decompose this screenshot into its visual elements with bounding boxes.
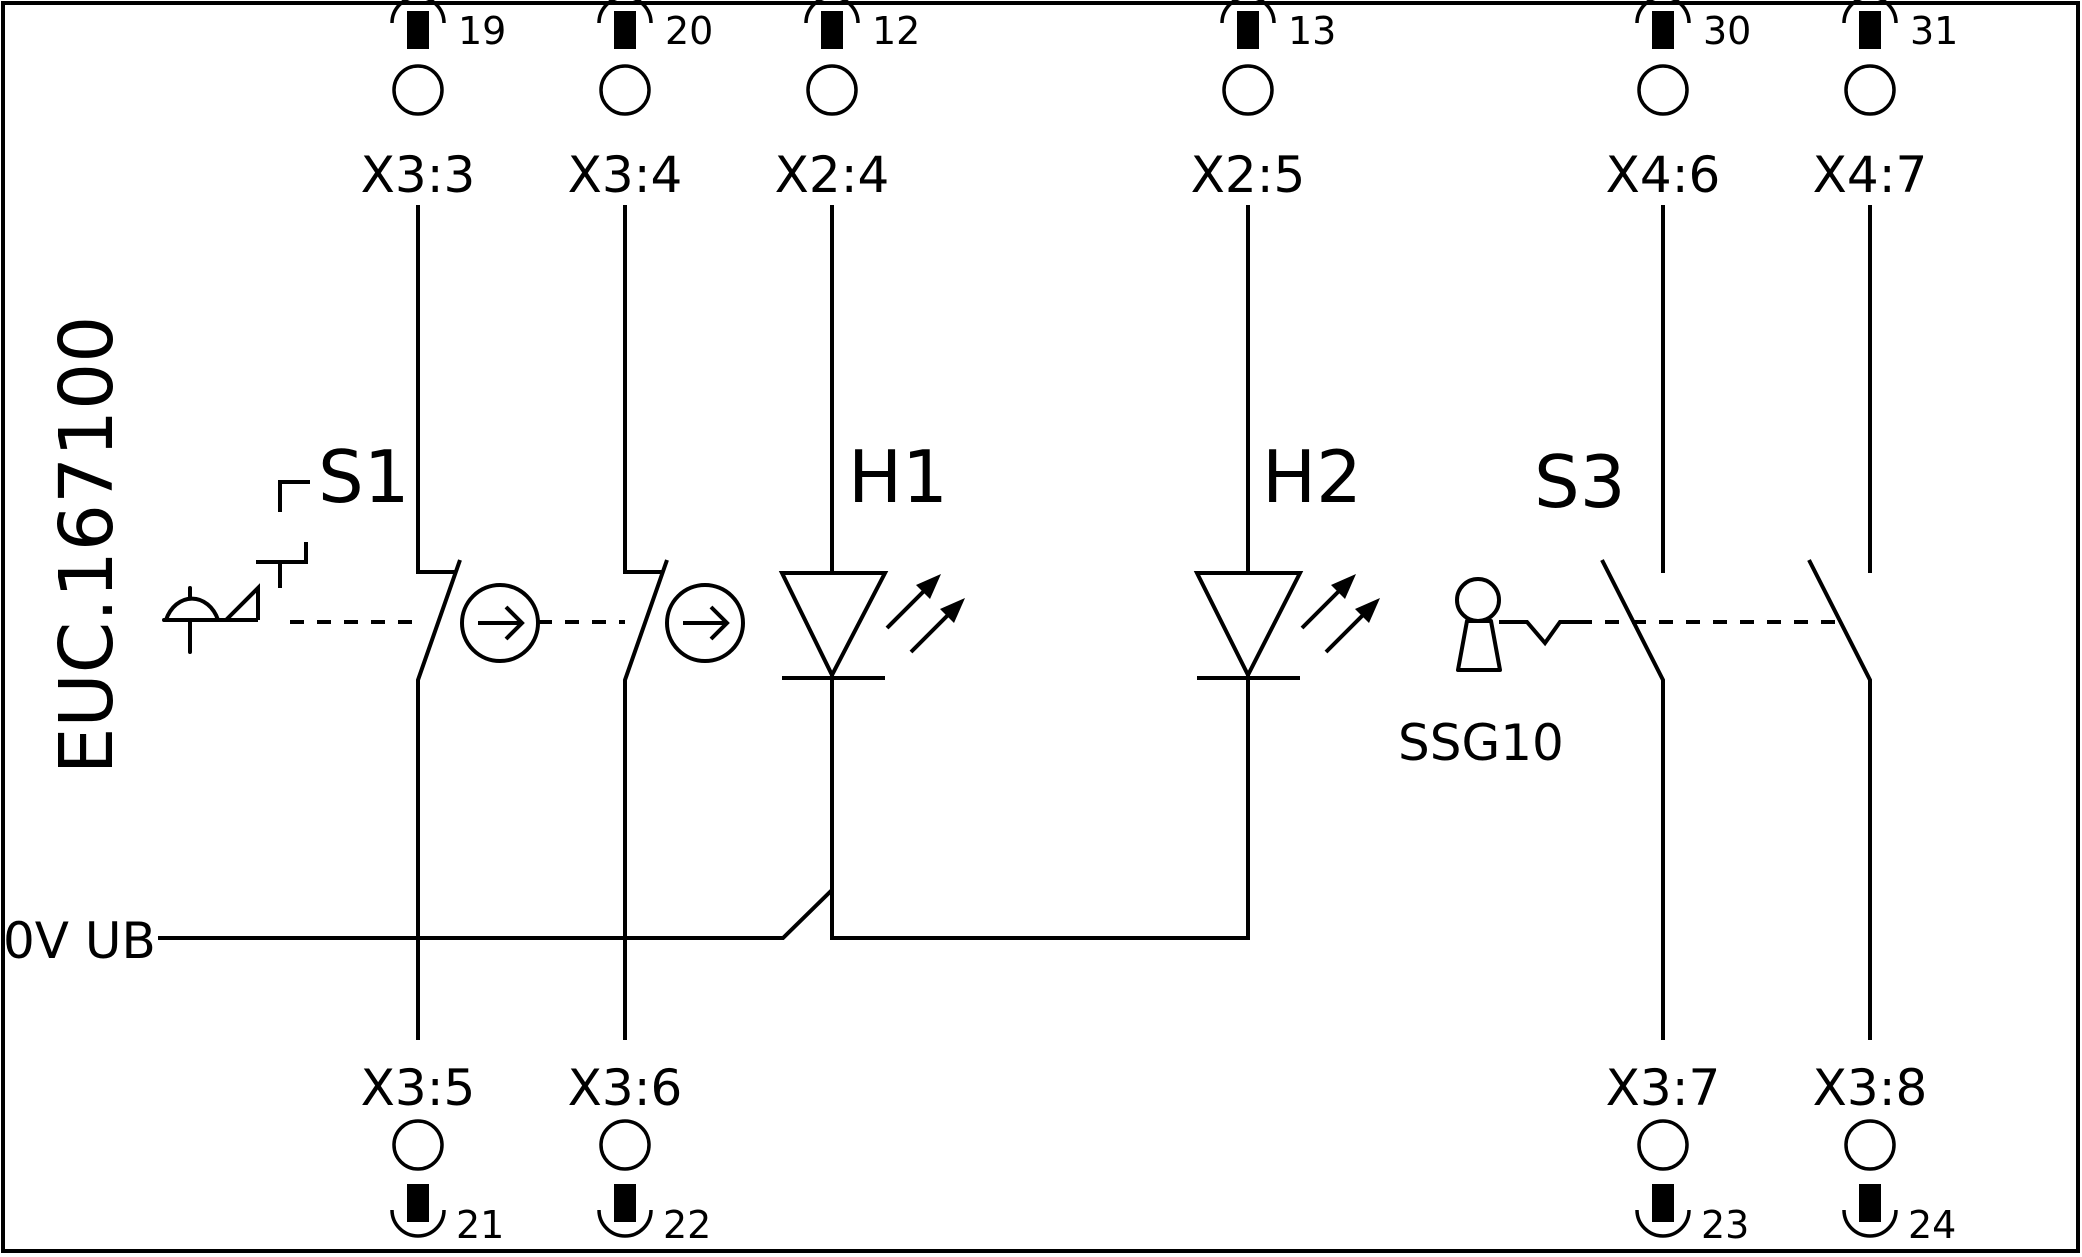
light-emission-icon [885, 574, 965, 654]
terminal-pin: 13 [1288, 9, 1336, 53]
terminal-label: X4:7 [1813, 146, 1928, 204]
terminal-pin: 30 [1703, 9, 1751, 53]
terminal-pin: 20 [665, 9, 713, 53]
terminal-label: X3:6 [568, 1059, 683, 1117]
terminal-pin: 23 [1701, 1203, 1749, 1247]
mushroom-actuator-icon [162, 480, 310, 654]
terminal-pin: 19 [458, 9, 506, 53]
terminal-pin: 24 [1908, 1203, 1956, 1247]
device-label-h2: H2 [1262, 435, 1362, 519]
positive-opening-icon [665, 583, 745, 663]
emergency-stop-s1: S1 [162, 205, 745, 1040]
key-actuator-icon [1455, 577, 1578, 672]
terminal-pin: 21 [456, 1203, 504, 1247]
terminal-label: X3:8 [1813, 1059, 1928, 1117]
supply-label: 0V UB [3, 912, 156, 970]
terminal-pin: 31 [1910, 9, 1958, 53]
supply-rail: 0V UB [3, 888, 1248, 970]
indicator-led-h1: H1 [778, 205, 965, 940]
device-code: EUC.167100 [44, 316, 130, 775]
terminal-top-x2-5[interactable]: 13 X2:5 [1191, 0, 1337, 204]
terminal-label: X2:4 [775, 146, 890, 204]
terminal-top-x2-4[interactable]: 12 X2:4 [775, 0, 921, 204]
terminal-label: X2:5 [1191, 146, 1306, 204]
terminal-label: X4:6 [1606, 146, 1721, 204]
device-label-s1: S1 [318, 435, 410, 519]
key-switch-s3: S3 SSG10 [1398, 205, 1872, 1040]
terminal-pin: 12 [872, 9, 920, 53]
terminal-bottom-x3-8[interactable]: X3:8 24 [1813, 1059, 1957, 1247]
device-label-s3: S3 [1534, 440, 1626, 524]
terminal-top-x4-6[interactable]: 30 X4:6 [1606, 0, 1752, 204]
light-emission-icon [1300, 574, 1380, 654]
terminal-top-x3-4[interactable]: 20 X3:4 [568, 0, 714, 204]
terminal-pin: 22 [663, 1203, 711, 1247]
terminal-label: X3:7 [1606, 1059, 1721, 1117]
terminal-top-x4-7[interactable]: 31 X4:7 [1813, 0, 1959, 204]
indicator-led-h2: H2 [1193, 205, 1380, 940]
terminal-label: X3:4 [568, 146, 683, 204]
terminal-label: X3:3 [361, 146, 476, 204]
terminal-bottom-x3-7[interactable]: X3:7 23 [1606, 1059, 1750, 1247]
key-switch-model-label: SSG10 [1398, 714, 1564, 772]
terminal-bottom-x3-5[interactable]: X3:5 21 [361, 1059, 505, 1247]
terminal-top-x3-3[interactable]: 19 X3:3 [361, 0, 507, 204]
device-label-h1: H1 [848, 435, 948, 519]
terminal-bottom-x3-6[interactable]: X3:6 22 [568, 1059, 712, 1247]
positive-opening-icon [460, 583, 540, 663]
terminal-label: X3:5 [361, 1059, 476, 1117]
